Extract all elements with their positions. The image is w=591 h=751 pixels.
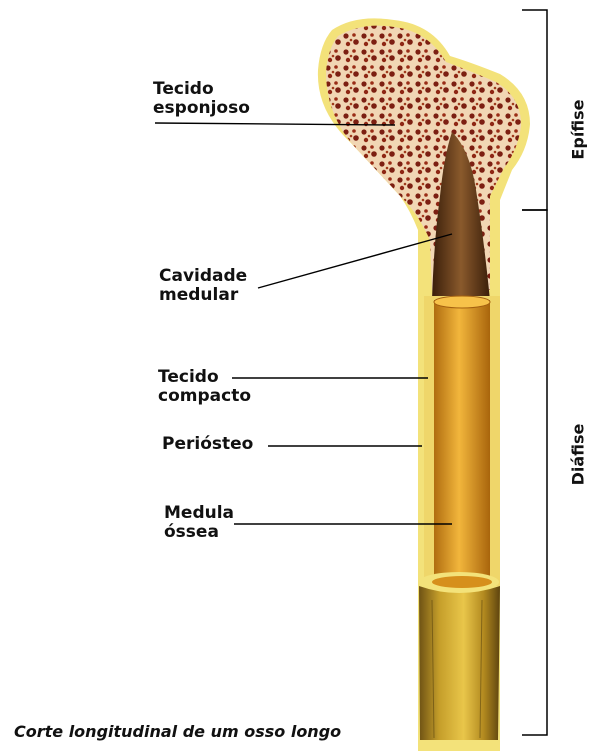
label-cavity-line2: medular [159, 285, 239, 305]
cut-inner [432, 576, 492, 588]
label-bone-marrow: Medula óssea [164, 504, 234, 542]
label-marrow-line1: Medula [164, 503, 235, 523]
label-medullary-cavity: Cavidade medular [159, 267, 247, 305]
label-diaphysis: Diáfise [568, 423, 588, 486]
label-marrow-line2: óssea [164, 522, 219, 542]
label-periosteum: Periósteo [162, 434, 254, 454]
caption: Corte longitudinal de um osso longo [14, 722, 342, 741]
label-compact-tissue: Tecido compacto [158, 368, 251, 406]
cavity-leader [257, 233, 453, 289]
marrow-tube [434, 300, 490, 586]
label-spongy-tissue: Tecido esponjoso [153, 80, 250, 118]
outer-shaft [419, 586, 500, 740]
label-epiphysis: Epífise [568, 99, 588, 160]
medullary-cavity-shape [432, 132, 490, 300]
label-spongy-line1: Tecido [153, 79, 214, 99]
label-spongy-line2: esponjoso [153, 98, 250, 118]
marrow-top [433, 295, 491, 309]
label-cavity-line1: Cavidade [159, 266, 248, 286]
label-compact-line1: Tecido [158, 367, 219, 387]
label-compact-line2: compacto [158, 386, 251, 406]
diaphysis-bracket [522, 209, 548, 736]
spongy-leader [154, 122, 396, 126]
